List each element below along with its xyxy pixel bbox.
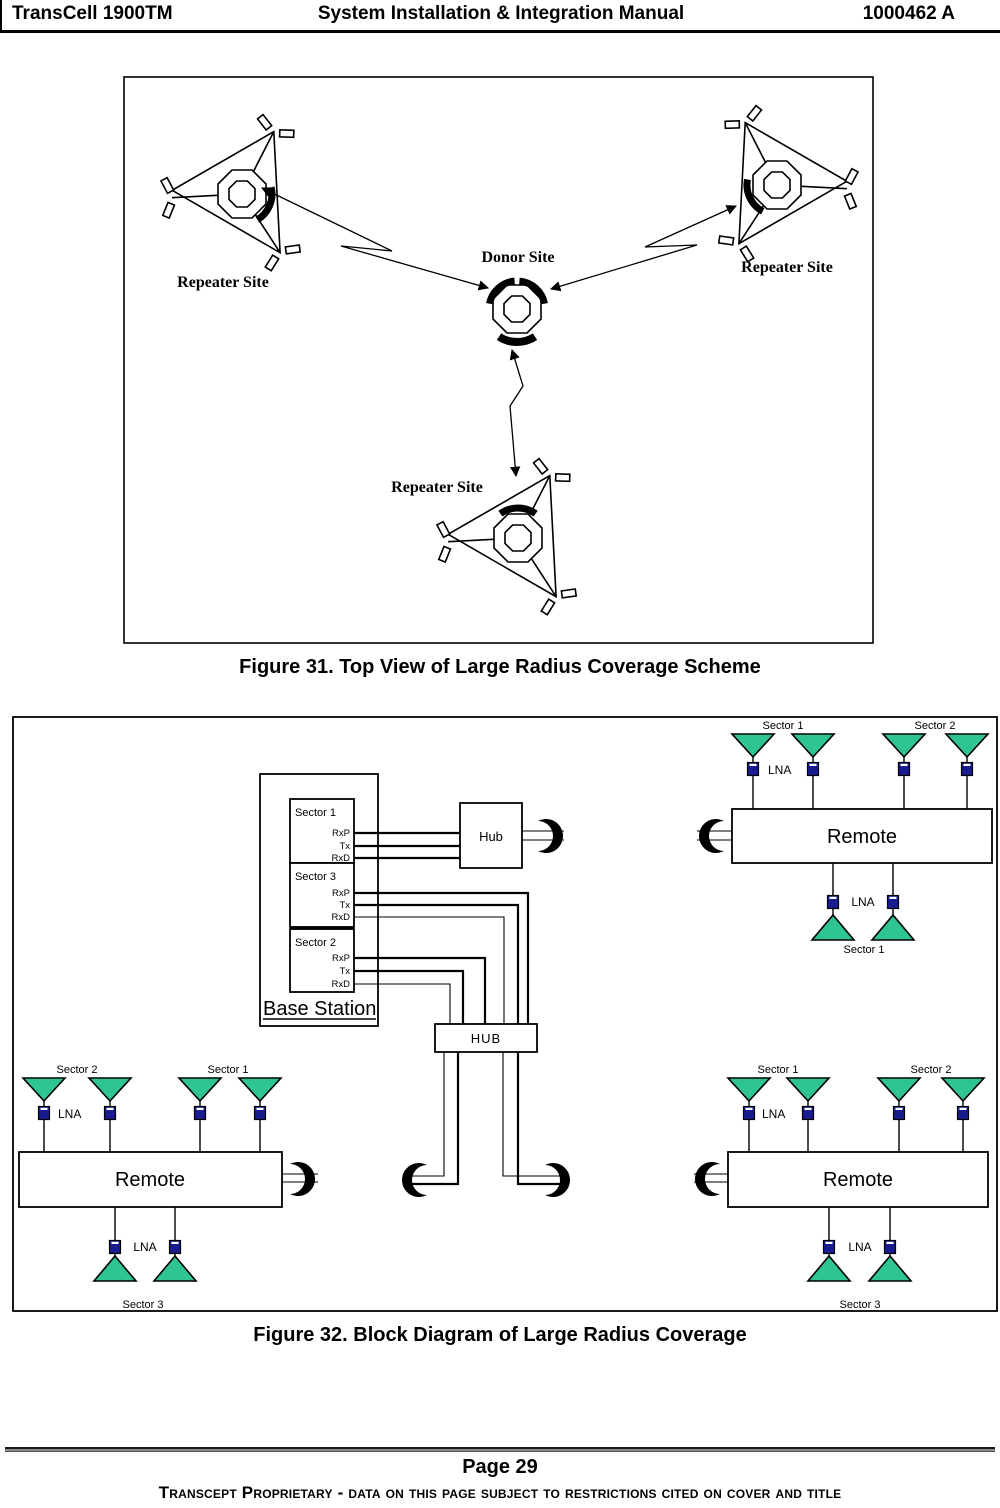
figure31-caption: Figure 31. Top View of Large Radius Cove… [239,656,761,678]
remote-unit-top-right: Remote Sector 1 Sector 2 LNA LNA Sector … [697,720,993,956]
lna-icon [168,1239,182,1255]
lna-icon [742,1105,756,1121]
lna-label: LNA [58,1107,81,1121]
port-label-rxd: RxD [332,853,351,864]
sector-group-label: Sector 1 [208,1064,249,1076]
sector-group-label: Sector 2 [57,1064,98,1076]
port-label-rxp: RxP [332,953,350,964]
sector-1-module-label: Sector 1 [295,807,336,819]
sector-group-label: Sector 2 [915,720,956,732]
donor-site-icon [486,277,548,347]
hub-lower-label: HUB [471,1031,501,1046]
hub-upper-label: Hub [479,829,503,844]
sector-group-label: Sector 1 [844,944,885,956]
hub-upper-box [459,802,523,869]
figure32-caption: Figure 32. Block Diagram of Large Radius… [253,1324,747,1346]
port-label-rxd: RxD [332,979,351,990]
remote-box [18,1151,283,1208]
header-document-title: System Installation & Integration Manual [317,3,685,24]
sector1-to-hub-wires [354,831,468,860]
repeater-donor-antenna-icon [498,504,538,517]
lna-label: LNA [762,1107,785,1121]
base-station: Sector 1 RxP Tx RxD Sector 3 RxP Tx RxD … [259,773,379,1027]
sector2-to-hub-wires [354,956,487,1024]
proprietary-notice: Transcept Proprietary - data on this pag… [158,1483,842,1502]
lna-label: LNA [768,763,791,777]
lna-label: LNA [133,1240,156,1254]
sector-2-module-box [289,928,355,993]
sector-3-module-label: Sector 3 [295,871,336,883]
remote-label: Remote [823,1169,893,1191]
repeater-site-label-top-left: Repeater Site [177,274,269,291]
repeater-site-label-bottom: Repeater Site [391,479,483,496]
page-header: TransCell 1900TM System Installation & I… [0,0,1000,33]
lna-label: LNA [848,1240,871,1254]
sector-3-module-box [289,862,355,928]
lna-icon [883,1239,897,1255]
port-label-rxp: RxP [332,828,350,839]
page-number: Page 29 [462,1456,538,1478]
figure32-block-diagram: Sector 1 RxP Tx RxD Sector 3 RxP Tx RxD … [12,716,998,1312]
donor-sector-antenna-icon [496,333,538,347]
sector3-to-hub-wires [354,891,530,1024]
port-label-tx: Tx [339,841,350,852]
port-label-tx: Tx [339,900,350,911]
donor-sector-antenna-icon [486,277,516,305]
remote-label: Remote [827,826,897,848]
remote-box [727,1151,989,1208]
remote-unit-bottom-left: Remote Sector 2 Sector 1 LNA LNA Sector … [18,1064,318,1311]
remote-box [731,808,993,864]
base-station-label: Base Station [263,998,376,1020]
hub-to-dish-wires [407,1052,565,1186]
sector-group-label: Sector 3 [123,1299,164,1311]
sector-group-label: Sector 1 [763,720,804,732]
header-document-number: 1000462 A [862,3,955,24]
port-label-tx: Tx [339,966,350,977]
lna-icon [806,761,820,777]
lna-icon [108,1239,122,1255]
link-arrow-right [550,205,737,292]
header-product-name: TransCell 1900TM [12,3,173,24]
remote-unit-bottom-right: Remote Sector 1 Sector 2 LNA LNA Sector … [694,1064,989,1311]
footer-rule [5,1447,995,1452]
lna-icon [956,1105,970,1121]
sector-group-label: Sector 2 [911,1064,952,1076]
lna-icon [886,894,900,910]
donor-site-label: Donor Site [481,249,554,266]
lna-icon [892,1105,906,1121]
lna-icon [826,894,840,910]
lna-icon [193,1105,207,1121]
port-label-rxd: RxD [332,912,351,923]
repeater-donor-antenna-icon [743,178,765,215]
donor-sector-antenna-icon [518,277,548,305]
figure31-border [123,76,874,644]
port-label-rxp: RxP [332,888,350,899]
remote-label: Remote [115,1169,185,1191]
lna-icon [253,1105,267,1121]
lna-icon [897,761,911,777]
lna-icon [822,1239,836,1255]
figure31-top-view-diagram: Repeater Site Repeater Site Repeater Sit… [123,76,874,644]
sector-group-label: Sector 1 [758,1064,799,1076]
lna-icon [960,761,974,777]
lna-icon [746,761,760,777]
link-arrow-left [261,187,489,291]
lna-icon [103,1105,117,1121]
sector-2-module-label: Sector 2 [295,937,336,949]
sector-group-label: Sector 3 [840,1299,881,1311]
lna-label: LNA [851,895,874,909]
link-arrow-bottom [509,349,524,478]
repeater-site-label-top-right: Repeater Site [741,259,833,276]
hub-lower-box [434,1023,538,1053]
sector-1-module-box [289,798,355,864]
lna-icon [801,1105,815,1121]
lna-icon [37,1105,51,1121]
